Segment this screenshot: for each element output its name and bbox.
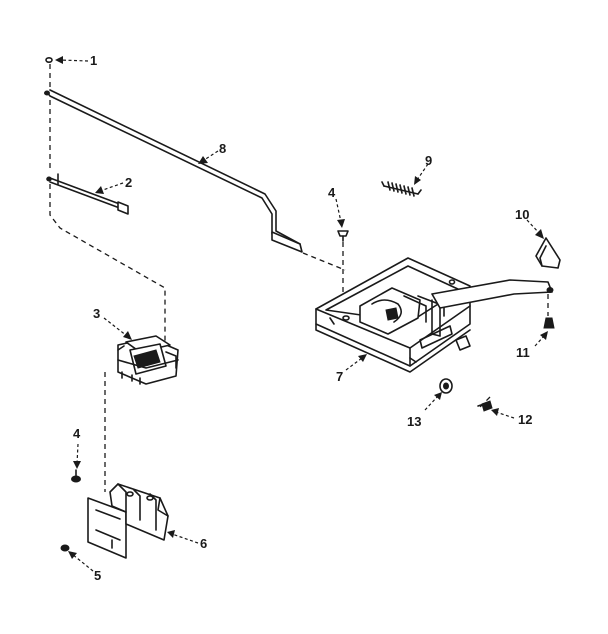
part-screw-upper (337, 230, 349, 242)
part-washer (439, 378, 453, 394)
part-cam-cap (535, 237, 561, 269)
part-nut (60, 544, 70, 552)
part-link-rod (46, 173, 129, 215)
callout-5: 5 (94, 568, 101, 583)
callout-12: 12 (518, 412, 532, 427)
part-spring (381, 181, 422, 197)
callout-11: 11 (516, 345, 530, 360)
callout-13: 13 (407, 414, 421, 429)
part-clip (45, 56, 53, 63)
assembly-lines (49, 64, 549, 492)
callout-labels: 1 8 2 3 4 9 10 11 7 13 12 4 6 5 (73, 53, 532, 583)
callout-4-lower: 4 (73, 426, 81, 441)
callout-3: 3 (93, 306, 100, 321)
leader-lines (55, 56, 548, 572)
callout-10: 10 (515, 207, 529, 222)
callout-8: 8 (219, 141, 226, 156)
part-screw-lower (71, 469, 81, 483)
part-solenoid (117, 335, 179, 385)
part-actuator-rod (44, 89, 303, 253)
part-tray-assembly (315, 257, 554, 373)
callout-7: 7 (336, 369, 343, 384)
callout-9: 9 (425, 153, 432, 168)
part-pin (543, 317, 555, 329)
callout-6: 6 (200, 536, 207, 551)
callout-2: 2 (125, 175, 132, 190)
callout-4-upper: 4 (328, 185, 336, 200)
callout-1: 1 (90, 53, 97, 68)
part-bracket (87, 483, 169, 559)
part-screw-right (477, 400, 493, 412)
